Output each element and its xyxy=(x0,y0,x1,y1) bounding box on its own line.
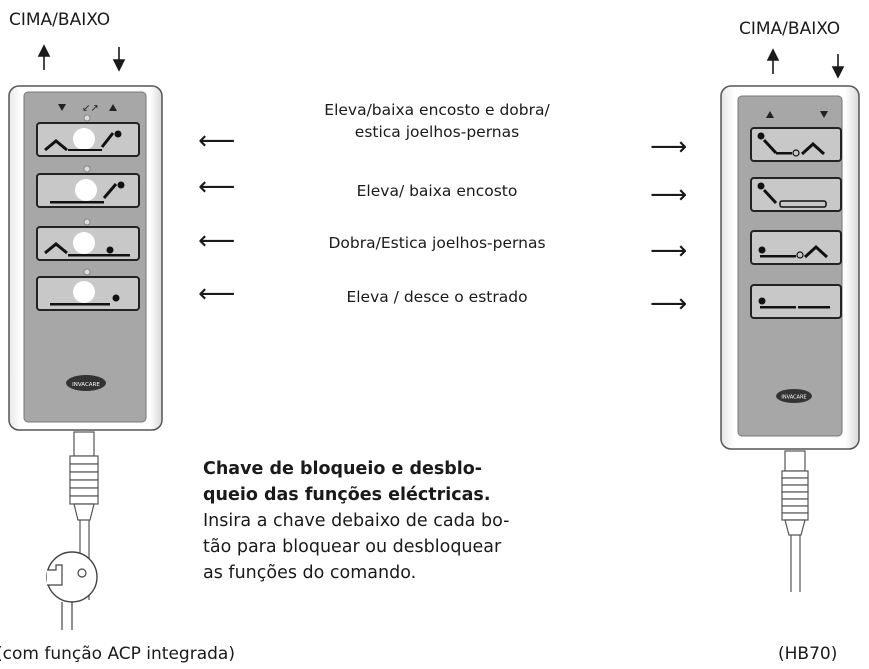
button-backrest-knee[interactable] xyxy=(750,127,842,162)
lock-note-body: Insira a chave debaixo de cada bo- tão p… xyxy=(203,511,510,583)
lock-note-title: Chave de bloqueio e desblo- queio das fu… xyxy=(203,459,491,505)
logo-badge xyxy=(776,389,812,403)
svg-text:↙↗: ↙↗ xyxy=(82,103,99,114)
logo-badge xyxy=(66,375,106,391)
lock-note: Chave de bloqueio e desblo- queio das fu… xyxy=(203,456,603,586)
arrow-up-icon xyxy=(766,48,780,74)
left-up-down-label: CIMA/BAIXO xyxy=(9,10,111,30)
function-description: Eleva/baixa encosto e dobra/ estica joel… xyxy=(324,101,550,141)
function-description: Eleva / desce o estrado xyxy=(346,288,528,306)
arrow-left-icon: ⟵ xyxy=(198,172,236,202)
right-device-caption: (HB70) xyxy=(778,644,838,664)
up-down-arrows xyxy=(37,44,845,79)
right-up-down-label: CIMA/BAIXO xyxy=(739,19,841,39)
logo-text: INVACARE xyxy=(72,382,100,388)
arrow-down-icon xyxy=(112,47,126,72)
button-knee[interactable] xyxy=(750,230,842,265)
button-knee[interactable] xyxy=(36,218,140,261)
arrow-left-icon: ⟵ xyxy=(198,126,236,156)
button-bed-height[interactable] xyxy=(36,268,140,311)
button-backrest-knee[interactable] xyxy=(36,114,140,157)
function-description: Eleva/ baixa encosto xyxy=(356,182,518,200)
arrow-right-icon: ⟶ xyxy=(650,180,688,210)
key-icon xyxy=(46,551,98,630)
arrow-left-icon: ⟵ xyxy=(198,226,236,256)
arrow-right-icon: ⟶ xyxy=(650,236,688,266)
right-hand-pendant: INVACARE xyxy=(720,85,860,592)
arrow-down-icon xyxy=(831,54,845,79)
button-backrest[interactable] xyxy=(750,177,842,212)
arrow-left-icon: ⟵ xyxy=(198,279,236,309)
button-backrest[interactable] xyxy=(36,165,140,208)
function-description: Dobra/Estica joelhos-pernas xyxy=(328,234,546,252)
arrow-right-icon: ⟶ xyxy=(650,132,688,162)
arrow-right-icon: ⟶ xyxy=(650,289,688,319)
left-device-caption: (com função ACP integrada) xyxy=(0,644,235,664)
arrow-up-icon xyxy=(37,44,51,70)
left-hand-pendant: ↙↗ INVACARE xyxy=(8,85,163,630)
button-bed-height[interactable] xyxy=(750,284,842,319)
logo-text: INVACARE xyxy=(781,395,806,401)
